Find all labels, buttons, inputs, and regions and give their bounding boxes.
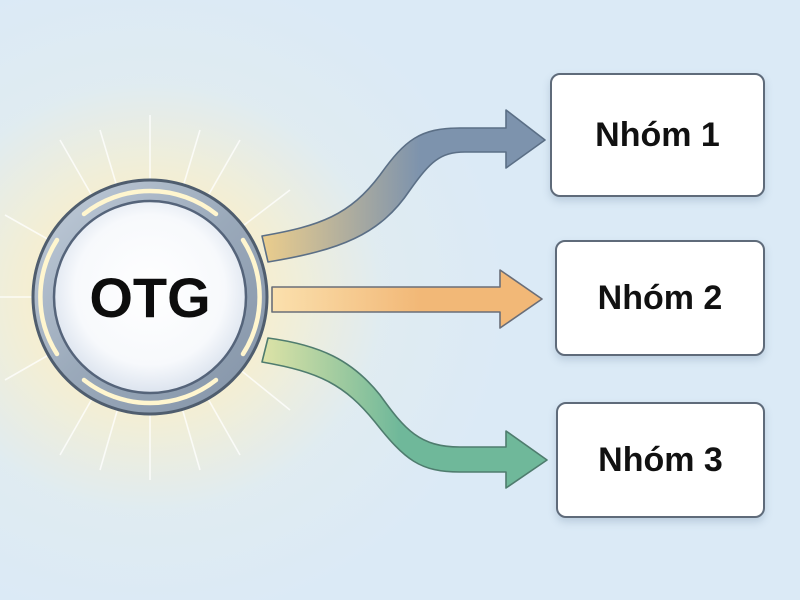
group-box-3: Nhóm 3 [556,402,765,518]
otg-label: OTG [89,265,211,329]
otg-source-node [31,178,269,416]
arrow-to-group-1 [261,109,546,263]
group-box-1: Nhóm 1 [550,73,765,197]
group-label-1: Nhóm 1 [595,115,720,154]
arrow-to-group-2 [271,269,543,329]
group-label-3: Nhóm 3 [598,440,723,479]
group-box-2: Nhóm 2 [555,240,765,356]
group-label-2: Nhóm 2 [597,278,723,317]
arrow-to-group-3 [261,337,548,489]
